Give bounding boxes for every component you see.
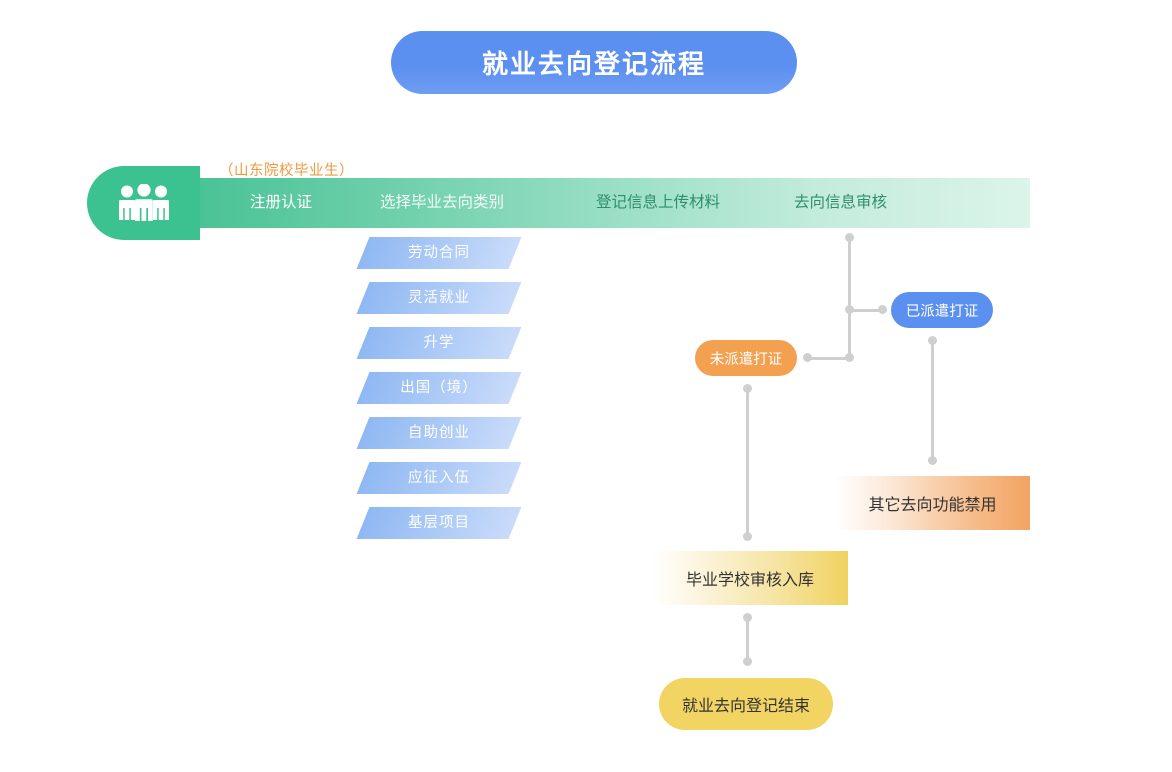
node-dispatched[interactable]: 已派遣打证 xyxy=(891,292,993,328)
people-group-icon xyxy=(116,184,172,222)
category-chip-label-further-study: 升学 xyxy=(423,335,455,351)
connector-dot-dispatched-junction xyxy=(845,305,854,314)
node-not-dispatched[interactable]: 未派遣打证 xyxy=(695,340,797,376)
connector-school-review-to-end xyxy=(746,617,749,661)
category-chip-label-flexible-employment: 灵活就业 xyxy=(408,290,470,306)
connector-dot-school-review-bottom xyxy=(743,532,752,541)
avatar xyxy=(87,166,200,240)
connector-dot-not-dispatched-end xyxy=(803,353,812,362)
audience-label: （山东院校毕业生） xyxy=(219,163,354,179)
connector-dispatched-to-disabled xyxy=(931,340,934,460)
category-chip-label-labor-contract: 劳动合同 xyxy=(408,245,470,261)
category-chip-label-study-abroad: 出国（境） xyxy=(400,380,478,396)
category-chip-label-military-service: 应征入伍 xyxy=(408,470,470,486)
stage-item-review: 去向信息审核 xyxy=(794,194,888,211)
stage-item-select-category: 选择毕业去向类别 xyxy=(380,194,505,211)
connector-to-dispatched xyxy=(852,309,882,312)
connector-dot-end-bottom xyxy=(743,657,752,666)
connector-dot-not-dispatched-junction xyxy=(845,353,854,362)
node-school-review: 毕业学校审核入库 xyxy=(652,551,848,605)
page-title: 就业去向登记流程 xyxy=(391,31,797,94)
category-chip-label-grassroots-project: 基层项目 xyxy=(408,515,470,531)
stage-banner: 注册认证 选择毕业去向类别 登记信息上传材料 去向信息审核 xyxy=(200,178,1030,228)
category-chip-label-self-employment: 自助创业 xyxy=(408,425,470,441)
connector-trunk-vertical xyxy=(848,237,851,359)
node-end: 就业去向登记结束 xyxy=(659,678,833,730)
node-other-disabled: 其它去向功能禁用 xyxy=(835,476,1030,530)
connector-dot-dispatched-end xyxy=(878,305,887,314)
stage-item-register: 注册认证 xyxy=(250,194,313,211)
connector-dot-disabled-bottom xyxy=(928,456,937,465)
stage-item-upload-materials: 登记信息上传材料 xyxy=(596,194,721,211)
connector-to-not-dispatched xyxy=(810,357,848,360)
connector-not-dispatched-to-school-review xyxy=(746,388,749,536)
